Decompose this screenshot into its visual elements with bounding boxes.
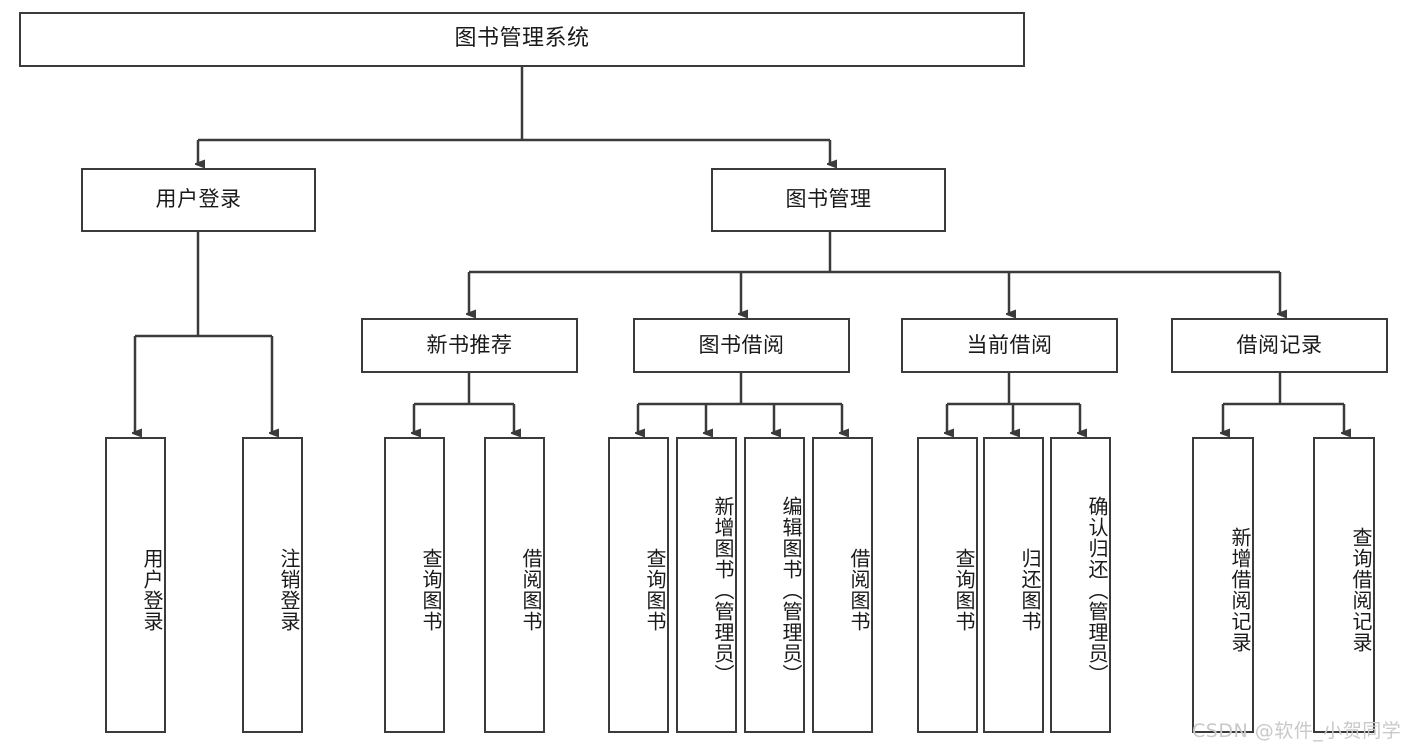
leaf-recommend-query-book[interactable]: 查询图书 — [384, 437, 445, 733]
node-label: 查询图书 — [419, 548, 443, 632]
node-label: 借阅图书 — [847, 548, 871, 632]
leaf-borrow-add-book-admin[interactable]: 新增图书（管理员） — [676, 437, 737, 733]
node-label: 借阅图书 — [519, 548, 543, 632]
node-label: 编辑图书（管理员） — [779, 495, 803, 685]
node-label: 当前借阅 — [966, 332, 1053, 357]
leaf-borrow-borrow-book[interactable]: 借阅图书 — [812, 437, 873, 733]
node-label: 确认归还（管理员） — [1085, 495, 1109, 685]
node-label: 用户登录 — [140, 548, 164, 632]
leaf-user-login-login[interactable]: 用户登录 — [105, 437, 166, 733]
leaf-current-query-book[interactable]: 查询图书 — [917, 437, 978, 733]
node-label: 查询图书 — [643, 548, 667, 632]
leaf-borrow-query-book[interactable]: 查询图书 — [608, 437, 669, 733]
node-new-book-recommend[interactable]: 新书推荐 — [361, 318, 578, 373]
node-book-borrow[interactable]: 图书借阅 — [633, 318, 850, 373]
node-label: 新增借阅记录 — [1228, 527, 1252, 653]
node-root-book-management-system[interactable]: 图书管理系统 — [19, 12, 1025, 67]
node-label: 查询借阅记录 — [1349, 527, 1373, 653]
node-label: 借阅记录 — [1236, 332, 1323, 357]
node-label: 注销登录 — [277, 548, 301, 632]
leaf-recommend-borrow-book[interactable]: 借阅图书 — [484, 437, 545, 733]
node-borrow-record[interactable]: 借阅记录 — [1171, 318, 1388, 373]
leaf-current-confirm-return-admin[interactable]: 确认归还（管理员） — [1050, 437, 1111, 733]
node-label: 图书借阅 — [698, 332, 785, 357]
watermark-text: CSDN @软件_小贺同学 — [1192, 720, 1402, 742]
leaf-record-add-record[interactable]: 新增借阅记录 — [1192, 437, 1254, 733]
csdn-watermark: CSDN @软件_小贺同学 — [1192, 716, 1401, 743]
node-current-borrow[interactable]: 当前借阅 — [901, 318, 1118, 373]
node-book-management[interactable]: 图书管理 — [711, 168, 946, 232]
node-label: 图书管理系统 — [454, 26, 590, 52]
node-label: 用户登录 — [155, 187, 242, 212]
node-label: 新书推荐 — [426, 332, 513, 357]
node-label: 查询图书 — [952, 548, 976, 632]
leaf-record-query-record[interactable]: 查询借阅记录 — [1313, 437, 1375, 733]
leaf-borrow-edit-book-admin[interactable]: 编辑图书（管理员） — [744, 437, 805, 733]
node-label: 新增图书（管理员） — [711, 495, 735, 685]
node-label: 图书管理 — [785, 187, 872, 212]
node-user-login[interactable]: 用户登录 — [81, 168, 316, 232]
node-label: 归还图书 — [1018, 548, 1042, 632]
leaf-user-login-logout[interactable]: 注销登录 — [242, 437, 303, 733]
leaf-current-return-book[interactable]: 归还图书 — [983, 437, 1044, 733]
